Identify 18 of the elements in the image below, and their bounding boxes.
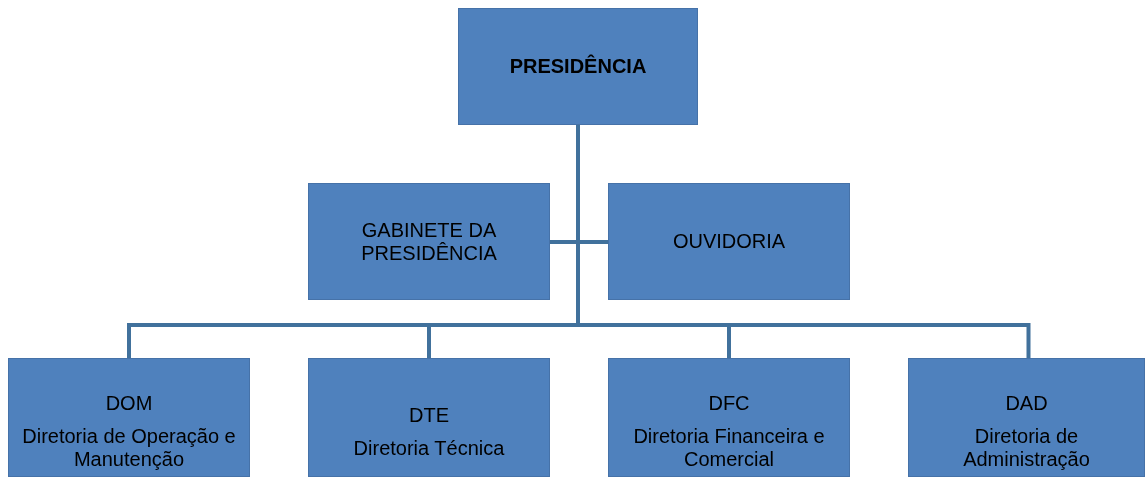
org-unit-box xyxy=(308,358,550,477)
org-unit-box xyxy=(908,358,1145,477)
unit-acronym: DAD xyxy=(1004,392,1049,415)
unit-name: Diretoria de Operação e Manutenção xyxy=(21,425,237,471)
org-unit-box xyxy=(308,183,550,300)
unit-name: GABINETE DA PRESIDÊNCIA xyxy=(360,218,498,265)
unit-name: PRESIDÊNCIA xyxy=(508,55,648,78)
unit-name: Diretoria Financeira e Comercial xyxy=(632,425,826,471)
unit-name: OUVIDORIA xyxy=(671,230,787,253)
org-unit-box xyxy=(8,358,250,477)
unit-acronym: DFC xyxy=(707,392,751,415)
unit-name: Diretoria de Administração xyxy=(962,425,1091,471)
org-unit-box xyxy=(608,358,850,477)
org-unit-box xyxy=(458,8,698,125)
unit-acronym: DOM xyxy=(104,392,154,415)
org-unit-box xyxy=(608,183,850,300)
unit-name: Diretoria Técnica xyxy=(352,437,506,460)
unit-acronym: DTE xyxy=(408,404,450,427)
